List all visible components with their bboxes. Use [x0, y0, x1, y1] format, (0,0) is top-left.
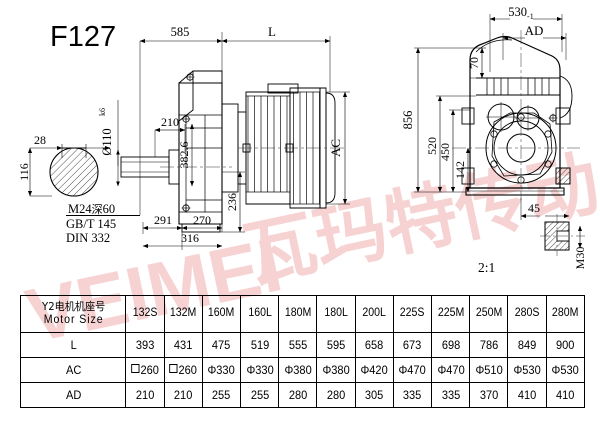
cell-AC-11: Φ530 — [547, 357, 584, 383]
dim-45: 45 — [528, 201, 540, 215]
square-symbol-icon — [169, 364, 178, 373]
cell-AC-2: Φ330 — [203, 357, 240, 383]
dim-142: 142 — [453, 161, 467, 179]
cell-AD-11: 410 — [547, 382, 584, 408]
cell-L-9: 786 — [470, 332, 507, 358]
cell-AD-4: 280 — [279, 382, 316, 408]
col-header-4: 180M — [279, 295, 316, 333]
cell-AD-2: 255 — [203, 382, 240, 408]
cell-AD-10: 410 — [509, 382, 546, 408]
col-header-5: 180L — [318, 295, 355, 333]
cell-L-3: 519 — [241, 332, 278, 358]
cell-L-10: 849 — [509, 332, 546, 358]
cell-AC-3: Φ330 — [241, 357, 278, 383]
cell-AD-0: 210 — [126, 382, 164, 408]
col-header-1: 132M — [165, 295, 202, 333]
col-header-2: 160M — [203, 295, 240, 333]
drawing-title: F127 — [50, 21, 116, 53]
cell-L-11: 900 — [547, 332, 584, 358]
note-gbt145: GB/T 145 — [66, 217, 116, 231]
cell-AC-0: 260 — [126, 357, 164, 383]
cell-AC-4: Φ380 — [279, 357, 316, 383]
note-din332: DIN 332 — [66, 231, 110, 245]
header-label-cn: Y2电机机座号 — [41, 300, 105, 314]
col-header-8: 225M — [432, 295, 469, 333]
dim-450: 450 — [438, 143, 452, 161]
motor-size-table: Y2电机机座号 Motor Size 132S 132M 160M 160L 1… — [20, 295, 585, 408]
table-row: AD 210 210 255 255 280 280 305 335 335 3… — [21, 382, 585, 408]
dim-AD: AD — [525, 23, 544, 38]
cell-AC-1-text: 260 — [178, 363, 198, 377]
dim-70: 70 — [467, 57, 481, 69]
cell-AC-9: Φ510 — [470, 357, 507, 383]
cell-AD-1: 210 — [165, 382, 202, 408]
dim-316: 316 — [181, 231, 199, 245]
dim-210: 210 — [161, 115, 179, 129]
col-header-11: 280M — [547, 295, 584, 333]
dim-L: L — [268, 24, 276, 39]
note-thread-m24: M24深60 — [68, 202, 115, 216]
dim-585: 585 — [171, 25, 190, 39]
cell-AC-5: Φ380 — [318, 357, 355, 383]
table-body: Y2电机机座号 Motor Size 132S 132M 160M 160L 1… — [21, 295, 585, 408]
col-header-0: 132S — [126, 295, 164, 333]
cell-L-0: 393 — [126, 332, 164, 358]
cell-AC-0-text: 260 — [140, 363, 159, 377]
dim-116: 116 — [17, 163, 31, 181]
dim-530: 530-1 — [508, 5, 533, 21]
dim-shaft-diameter: Ø110 — [100, 128, 114, 155]
cell-AC-10: Φ530 — [509, 357, 546, 383]
col-header-3: 160L — [241, 295, 278, 333]
cell-AC-6: Φ420 — [356, 357, 393, 383]
cell-AD-5: 280 — [318, 382, 355, 408]
row-label-AD: AD — [24, 382, 123, 408]
cell-AD-8: 335 — [432, 382, 469, 408]
square-symbol-icon — [131, 364, 140, 373]
col-header-9: 250M — [470, 295, 507, 333]
cell-AC-7: Φ470 — [394, 357, 431, 383]
col-header-7: 225S — [394, 295, 431, 333]
cell-L-6: 658 — [356, 332, 393, 358]
cell-L-5: 595 — [318, 332, 355, 358]
dim-856: 856 — [401, 111, 415, 130]
table-row: L 393 431 475 519 555 595 658 673 698 78… — [21, 332, 585, 358]
cell-AC-1: 260 — [165, 357, 202, 383]
row-label-L: L — [24, 332, 123, 358]
header-label-en: Motor Size — [43, 313, 104, 326]
cell-L-4: 555 — [279, 332, 316, 358]
dim-28: 28 — [34, 133, 46, 147]
cell-AD-3: 255 — [241, 382, 278, 408]
dim-shaft-tolerance: k6 — [98, 108, 107, 116]
dim-M30: M30 — [573, 247, 587, 270]
cell-L-1: 431 — [165, 332, 202, 358]
cell-AD-9: 370 — [470, 382, 507, 408]
dim-382-6: 382.6 — [177, 142, 191, 169]
cell-L-2: 475 — [203, 332, 240, 358]
table-row: AC 260 260 Φ330 Φ330 Φ380 Φ380 Φ420 Φ470… — [21, 357, 585, 383]
row-label-AC: AC — [24, 357, 123, 383]
col-header-6: 200L — [356, 295, 393, 333]
table-header-row: Y2电机机座号 Motor Size 132S 132M 160M 160L 1… — [21, 295, 585, 333]
cell-AD-6: 305 — [356, 382, 393, 408]
col-header-10: 280S — [509, 295, 546, 333]
cell-L-7: 673 — [394, 332, 431, 358]
cell-L-8: 698 — [432, 332, 469, 358]
cell-AD-7: 335 — [394, 382, 431, 408]
table-header-label-cell: Y2电机机座号 Motor Size — [24, 295, 123, 333]
dim-291: 291 — [154, 213, 172, 227]
dim-AC: AC — [328, 139, 343, 157]
scale-note: 2:1 — [478, 260, 495, 275]
dim-236: 236 — [225, 193, 239, 211]
dim-270: 270 — [193, 213, 211, 227]
cell-AC-8: Φ470 — [432, 357, 469, 383]
dim-520: 520 — [425, 137, 439, 155]
